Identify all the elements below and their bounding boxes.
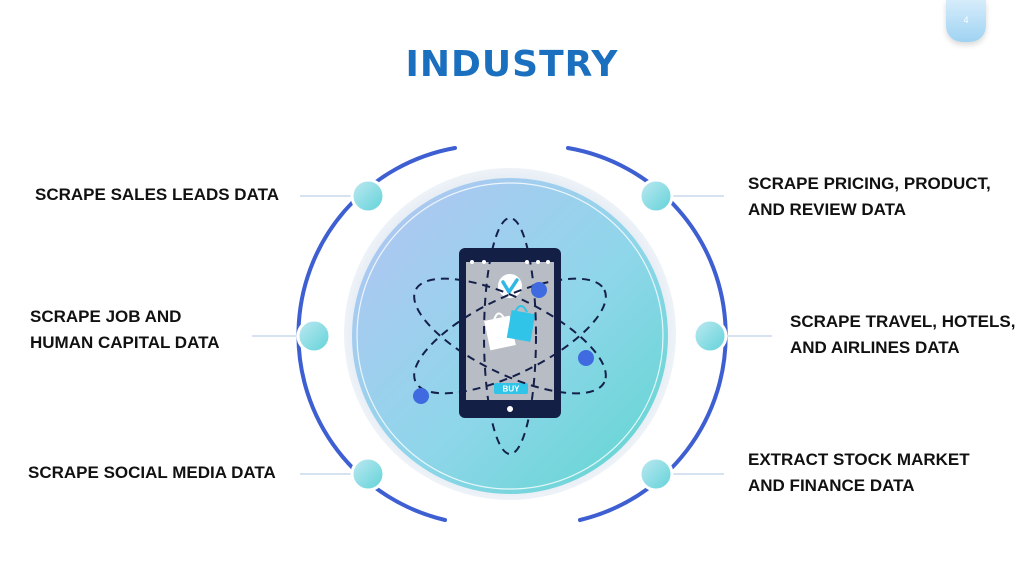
node-left-2 [296, 318, 332, 354]
label-social-media: SCRAPE SOCIAL MEDIA DATA [28, 463, 276, 482]
connector-lines [252, 195, 772, 475]
label-pricing: SCRAPE PRICING, PRODUCT, AND REVIEW DATA [748, 171, 991, 223]
label-line: SCRAPE PRICING, PRODUCT, [748, 174, 991, 193]
atom-electrons [413, 282, 594, 404]
node-left-1 [350, 178, 386, 214]
status-dot-icon [470, 260, 474, 264]
electron-dot [531, 282, 547, 298]
label-line: EXTRACT STOCK MARKET [748, 450, 970, 469]
node-right-1 [638, 178, 674, 214]
shopping-bag-icon [484, 315, 516, 351]
home-button-icon [507, 406, 513, 412]
status-dot-icon [536, 260, 540, 264]
electron-dot [578, 350, 594, 366]
label-line: AND FINANCE DATA [748, 476, 915, 495]
status-dot-icon [546, 260, 550, 264]
label-line: AND AIRLINES DATA [790, 338, 960, 357]
node-right-3 [638, 456, 674, 492]
orbit-tilt-b [413, 277, 607, 395]
node-left-3 [350, 456, 386, 492]
electron-dot [413, 388, 429, 404]
nodes [296, 178, 728, 492]
checkmark-icon [501, 278, 519, 294]
orbit-tilt-a [413, 277, 607, 395]
node-right-2 [692, 318, 728, 354]
phone-illustration: BUY [459, 248, 561, 418]
status-dot-icon [525, 260, 529, 264]
page-title: INDUSTRY [405, 44, 619, 85]
label-travel: SCRAPE TRAVEL, HOTELS, AND AIRLINES DATA [790, 309, 1015, 361]
status-dot-icon [482, 260, 486, 264]
center-inner-ring [356, 182, 664, 490]
label-line: SCRAPE JOB AND [30, 307, 182, 326]
label-sales-leads: SCRAPE SALES LEADS DATA [35, 185, 280, 204]
buy-label: BUY [503, 385, 521, 394]
page-number: 4 [946, 0, 986, 42]
buy-button [494, 383, 528, 394]
label-stock-market: EXTRACT STOCK MARKET AND FINANCE DATA [748, 447, 970, 499]
atom-orbits [413, 217, 607, 455]
orbit-vertical [483, 217, 537, 455]
label-job-data: SCRAPE JOB AND HUMAN CAPITAL DATA [30, 304, 220, 356]
shopping-bag-icon [506, 310, 536, 342]
label-line: HUMAN CAPITAL DATA [30, 333, 220, 352]
label-line: AND REVIEW DATA [748, 200, 907, 219]
label-line: SCRAPE TRAVEL, HOTELS, [790, 312, 1016, 331]
